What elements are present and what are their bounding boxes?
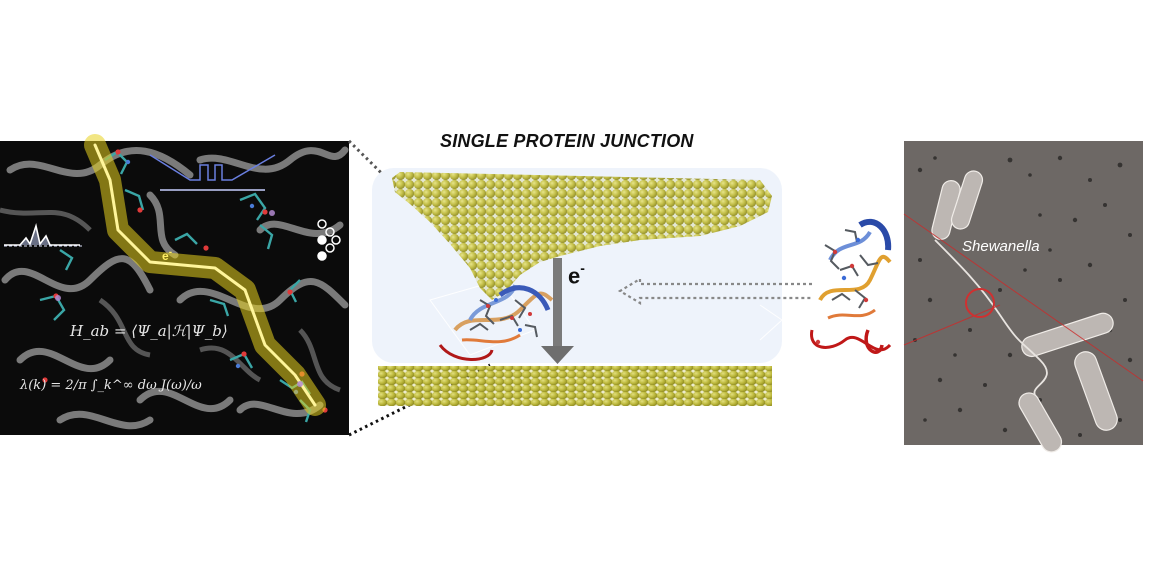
bottom-gold-electrode: [378, 366, 772, 406]
electron-flow-arrow: [541, 258, 574, 364]
figure-title: SINGLE PROTEIN JUNCTION: [440, 131, 694, 151]
electron-label: e-: [568, 260, 585, 289]
nanowire-highlight-circle: [965, 288, 995, 318]
isolated-protein: [810, 218, 892, 354]
junction-diagram: [372, 168, 783, 406]
left-protein-panel: [0, 134, 349, 435]
pathway-electron-label: e-: [162, 247, 172, 263]
coupling-equation: H_ab = ⟨Ψ_a|ℋ|Ψ_b⟩: [70, 322, 228, 340]
pathway-electron-symbol: e: [162, 249, 169, 263]
electron-charge: -: [580, 260, 585, 276]
bacteria-label: Shewanella: [962, 238, 1040, 255]
pathway-electron-charge: -: [168, 247, 173, 258]
electron-symbol: e: [568, 263, 581, 289]
bacteria-micrograph: [903, 141, 1144, 453]
top-gold-electrode: [392, 172, 772, 300]
reorganization-equation: λ(k) = 2/π ∫_k^∞ dω J(ω)/ω: [20, 378, 202, 393]
junction-protein: [438, 284, 554, 361]
insertion-arrow: [617, 277, 812, 305]
